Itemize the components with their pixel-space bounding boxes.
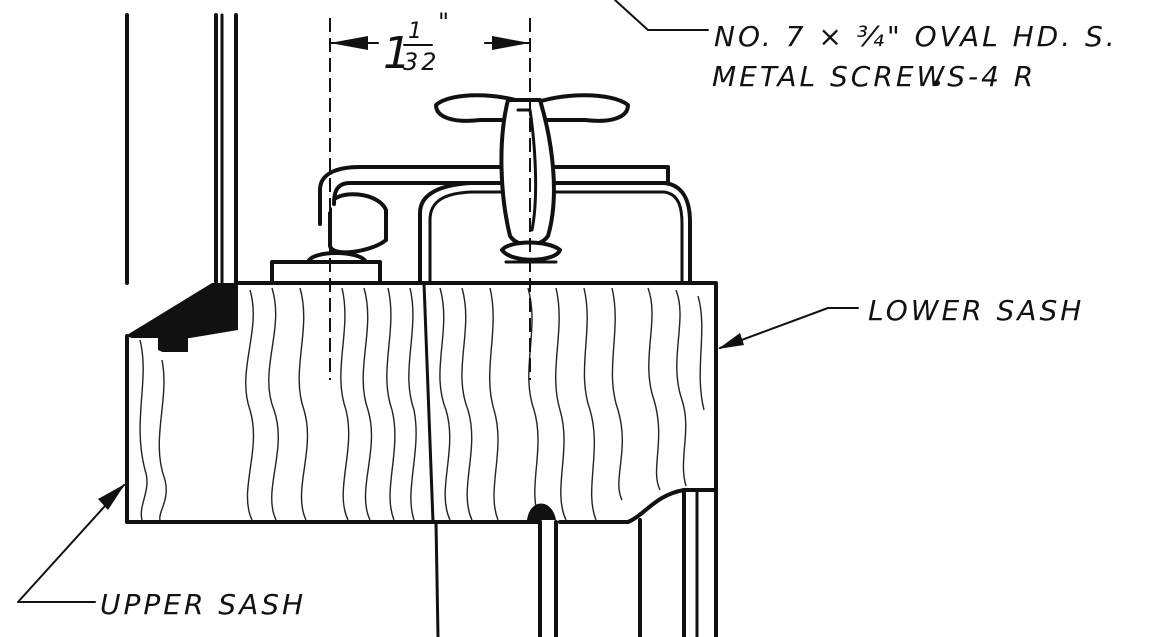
upper-sash-label: UPPER SASH: [100, 588, 306, 621]
wood-grain: [139, 287, 705, 521]
dimension-label: 1 1 32 ": [383, 8, 452, 79]
dimension-numerator: 1: [408, 19, 425, 44]
weatherstrip-channel: [434, 503, 558, 637]
dimension-inch-mark: ": [438, 8, 452, 36]
lower-sash-label: LOWER SASH: [868, 294, 1084, 327]
sash-lock-body: [418, 93, 692, 285]
wood-rail-section: [125, 281, 718, 524]
upper-sash-vertical-stile: [125, 13, 238, 302]
dimension-denominator: 32: [403, 48, 440, 76]
dimension-lines: [329, 18, 531, 380]
lower-sash-profile: [626, 486, 718, 637]
screw-spec-line-1: NO. 7 × ¾" OVAL HD. S.: [714, 20, 1118, 53]
dimension-whole: 1: [383, 28, 414, 79]
glazing-seal: [127, 283, 238, 352]
screw-spec-line-2: METAL SCREWS-4 R: [712, 60, 1036, 93]
leader-lines: [17, 0, 940, 603]
